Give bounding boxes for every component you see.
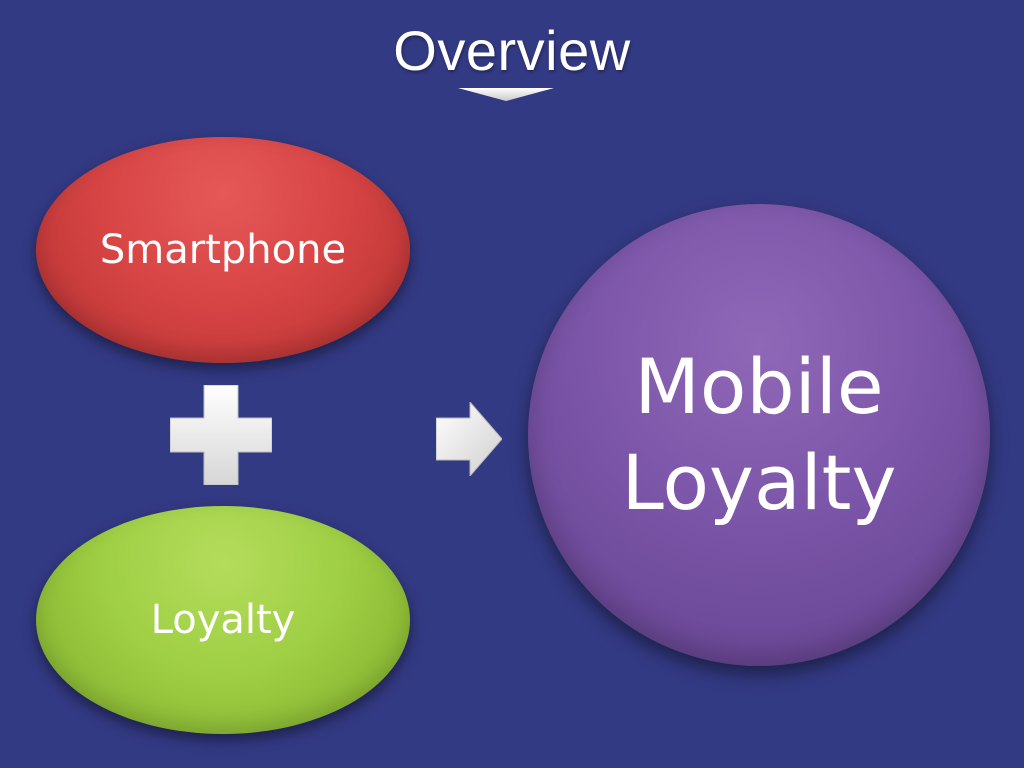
smartphone-node-label: Smartphone — [99, 227, 347, 273]
mobile-loyalty-line1: Mobile — [634, 342, 884, 431]
loyalty-node-label: Loyalty — [150, 597, 296, 643]
mobile-loyalty-node: Mobile Loyalty — [528, 204, 990, 666]
loyalty-node: Loyalty — [36, 506, 410, 734]
chevron-down-icon — [458, 88, 554, 101]
plus-icon — [170, 385, 272, 485]
mobile-loyalty-line2: Loyalty — [621, 438, 897, 527]
smartphone-node: Smartphone — [36, 137, 410, 363]
slide-title: Overview — [393, 19, 631, 82]
right-arrow-icon — [436, 402, 502, 476]
